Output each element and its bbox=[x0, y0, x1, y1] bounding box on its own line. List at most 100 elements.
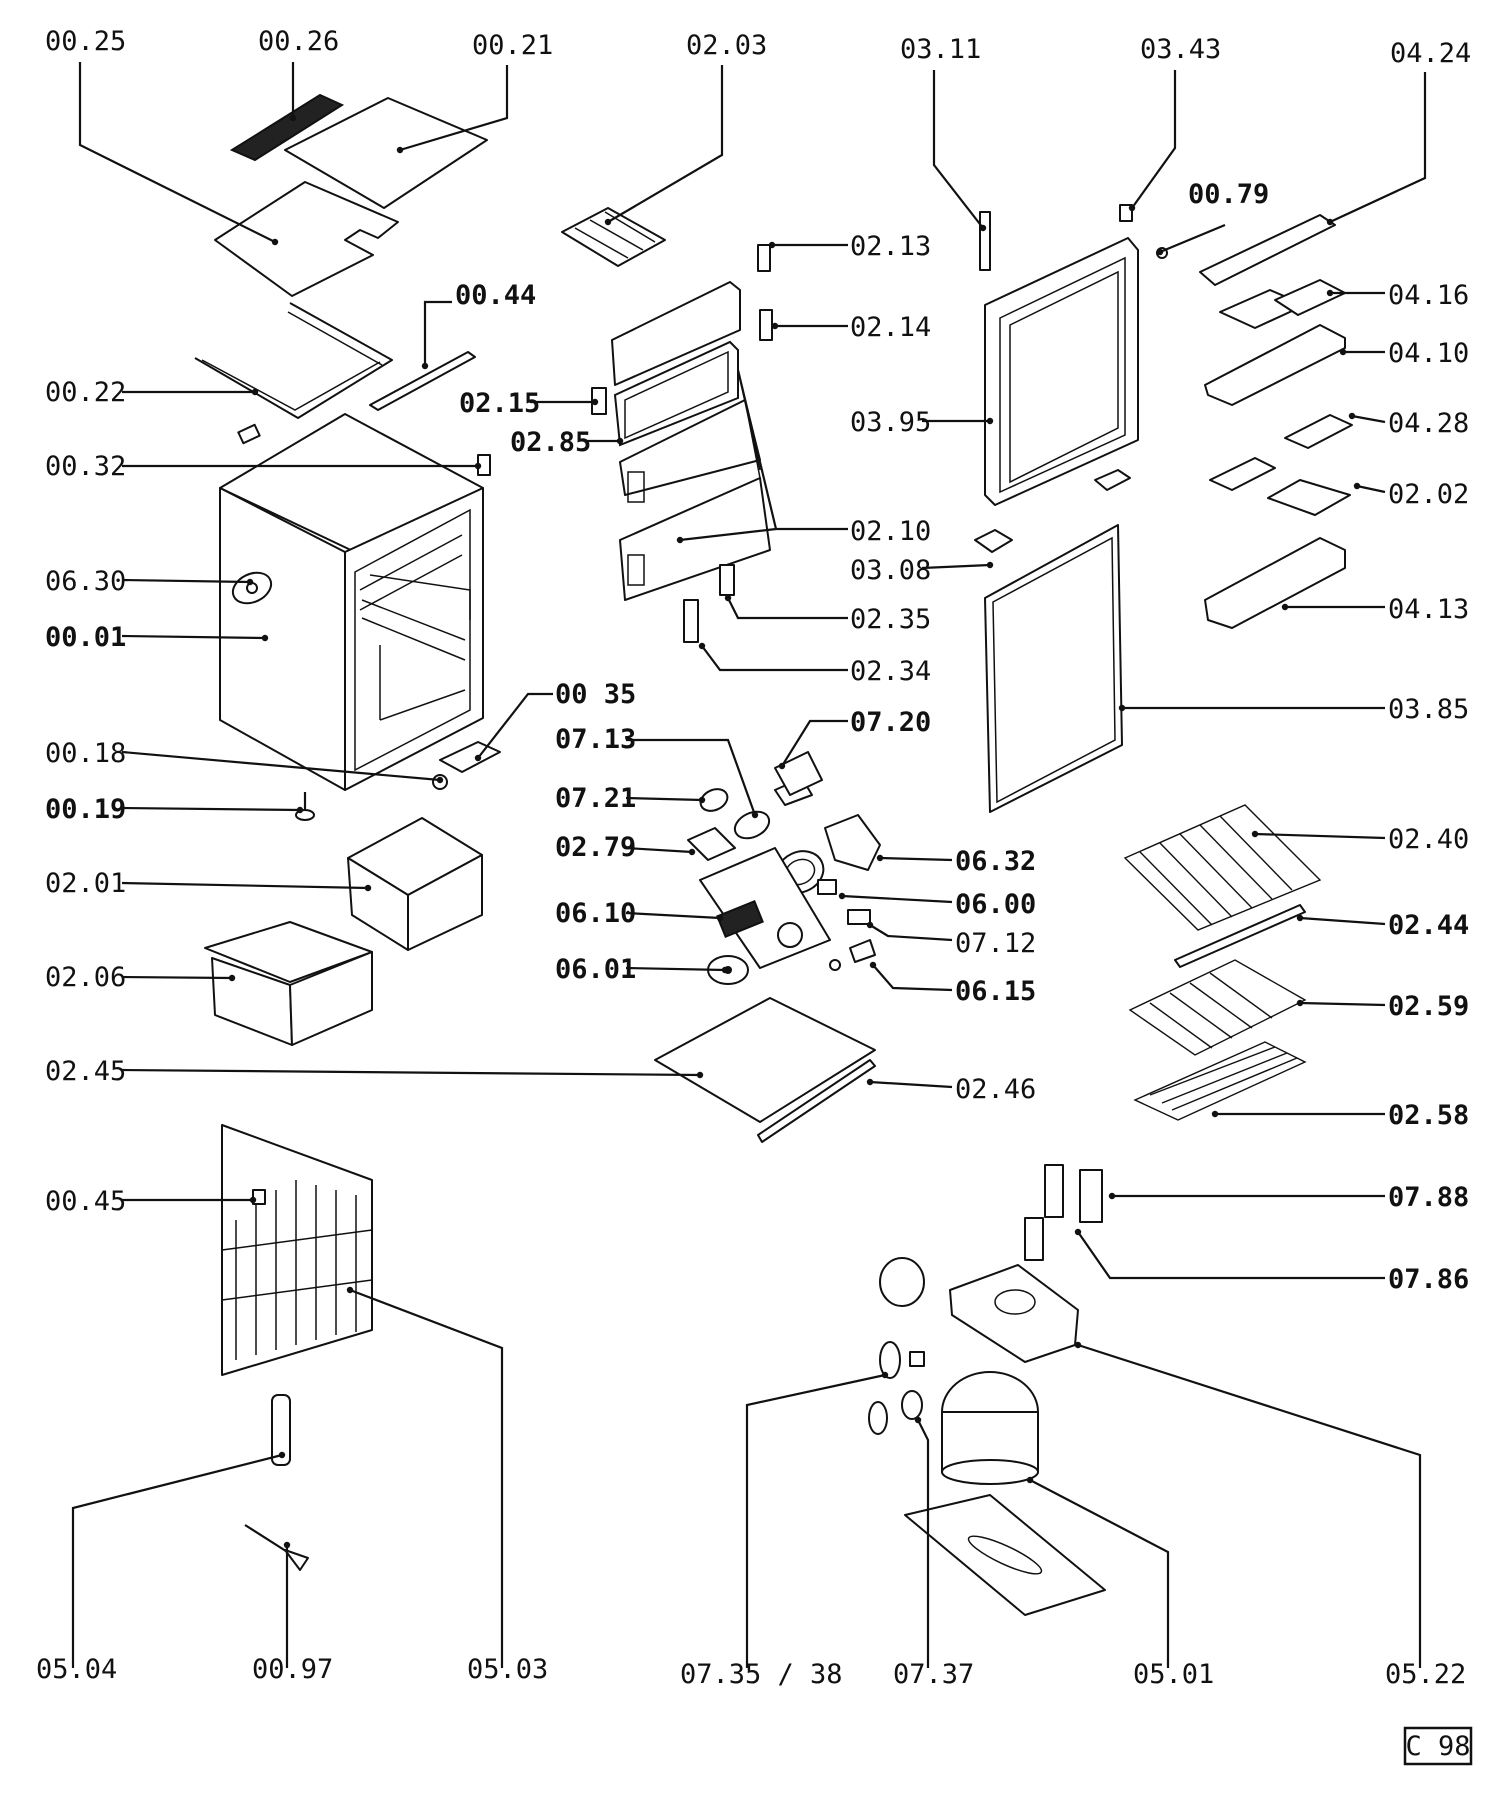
part-label-l0044: 00.44 bbox=[455, 280, 536, 311]
leader-line-l0018 bbox=[121, 750, 441, 782]
part-label-l0035: 00 35 bbox=[555, 679, 636, 710]
part-rubber-foot bbox=[868, 1390, 923, 1435]
leader-dot-l0044 bbox=[421, 362, 429, 370]
part-base-plate bbox=[904, 1494, 1106, 1616]
part-label-l0721: 07.21 bbox=[555, 783, 636, 814]
leader-line-l0601 bbox=[625, 966, 726, 972]
part-compressor-cover bbox=[879, 1257, 925, 1307]
part-door-bin-lower bbox=[1204, 537, 1346, 629]
leader-dot-l0504 bbox=[278, 1451, 286, 1459]
leader-line-l0630 bbox=[121, 578, 251, 584]
part-egg-tray bbox=[1219, 279, 1346, 329]
part-butter-lid bbox=[1284, 414, 1353, 449]
leader-line-l0206 bbox=[121, 975, 233, 980]
part-fridge-door bbox=[984, 237, 1139, 506]
leader-dot-l0428 bbox=[1348, 412, 1356, 420]
leader-dot-l0214 bbox=[771, 322, 779, 330]
part-hinge-pin bbox=[719, 564, 735, 596]
part-label-l0615: 06.15 bbox=[955, 976, 1036, 1007]
part-label-l0786: 07.86 bbox=[1388, 1264, 1469, 1295]
leader-dot-l0712 bbox=[866, 921, 874, 929]
part-label-l0522: 05.22 bbox=[1385, 1659, 1466, 1690]
part-shelf-trim bbox=[1174, 904, 1306, 968]
part-cabinet bbox=[219, 413, 491, 791]
leader-dot-l0215 bbox=[591, 398, 599, 406]
part-label-l0503: 05.03 bbox=[467, 1654, 548, 1685]
part-label-l07353: 07.35 / 38 bbox=[680, 1659, 843, 1690]
part-relay-bracket bbox=[1044, 1164, 1103, 1223]
leader-dot-l0234 bbox=[698, 642, 706, 650]
leader-line-l0240 bbox=[1254, 832, 1386, 840]
leader-line-l0235 bbox=[727, 597, 848, 620]
part-label-l0600: 06.00 bbox=[955, 889, 1036, 920]
leader-dot-l0213 bbox=[768, 241, 776, 249]
part-crisper-glass bbox=[654, 997, 876, 1123]
part-label-l0504: 05.04 bbox=[36, 1654, 117, 1685]
part-dryer bbox=[271, 1394, 291, 1466]
leader-line-l0610 bbox=[625, 911, 721, 920]
part-grille bbox=[229, 93, 345, 162]
leader-line-l0720 bbox=[781, 719, 848, 767]
leader-dot-l0259 bbox=[1296, 999, 1304, 1007]
leader-dot-l0737 bbox=[914, 1416, 922, 1424]
part-label-l0032: 00.32 bbox=[45, 451, 126, 482]
part-label-l0045: 00.45 bbox=[45, 1186, 126, 1217]
part-grommet bbox=[237, 423, 261, 445]
part-wire-shelf-lower bbox=[1128, 959, 1307, 1056]
leader-line-l0202 bbox=[1356, 484, 1386, 494]
part-cable-clip bbox=[687, 827, 736, 861]
part-hinge-block bbox=[683, 599, 699, 643]
part-lamp-socket bbox=[699, 788, 729, 812]
leader-line-l0713 bbox=[626, 738, 757, 816]
leader-line-l0522 bbox=[1077, 1343, 1422, 1668]
part-label-l0234: 02.34 bbox=[850, 656, 931, 687]
leader-line-l0035 bbox=[477, 692, 553, 759]
leader-dot-l07353 bbox=[881, 1371, 889, 1379]
part-label-l0018: 00.18 bbox=[45, 738, 126, 769]
part-label-l0428: 04.28 bbox=[1388, 408, 1469, 439]
part-thermostat-switch-2 bbox=[847, 909, 871, 925]
part-label-l0788: 07.88 bbox=[1388, 1182, 1469, 1213]
part-light-shield bbox=[774, 751, 823, 796]
leader-line-l0424 bbox=[1329, 72, 1427, 223]
leader-line-l0311 bbox=[932, 70, 984, 229]
leader-line-l0279 bbox=[625, 846, 693, 854]
leader-dot-l0385 bbox=[1118, 704, 1126, 712]
part-label-l0244: 02.44 bbox=[1388, 910, 1469, 941]
part-label-l0601: 06.01 bbox=[555, 954, 636, 985]
part-condenser bbox=[221, 1124, 373, 1376]
leader-line-l0786 bbox=[1077, 1231, 1385, 1280]
part-glass-trim bbox=[757, 1059, 876, 1143]
part-label-l0022: 00.22 bbox=[45, 377, 126, 408]
part-grommet-compressor bbox=[879, 1341, 925, 1379]
part-crisper-cover bbox=[1133, 1041, 1307, 1121]
part-butter-box bbox=[1209, 457, 1351, 516]
leader-dot-l0311 bbox=[979, 224, 987, 232]
part-label-l0632: 06.32 bbox=[955, 846, 1036, 877]
part-label-l0240: 02.40 bbox=[1388, 824, 1469, 855]
part-label-l0713: 07.13 bbox=[555, 724, 636, 755]
leader-line-l0308 bbox=[921, 563, 991, 570]
part-label-l0610: 06.10 bbox=[555, 898, 636, 929]
leader-dot-l0022 bbox=[251, 388, 259, 396]
leader-dot-l0025 bbox=[271, 238, 279, 246]
part-label-l0343: 03.43 bbox=[1140, 34, 1221, 65]
part-label-l0501: 05.01 bbox=[1133, 1659, 1214, 1690]
part-frame bbox=[194, 302, 393, 419]
leader-dot-l0501 bbox=[1026, 1476, 1034, 1484]
part-label-l0214: 02.14 bbox=[850, 312, 931, 343]
part-label-l0416: 04.16 bbox=[1388, 280, 1469, 311]
leader-line-l0712 bbox=[869, 924, 953, 942]
part-compressor bbox=[941, 1371, 1039, 1485]
leader-line-l0343 bbox=[1131, 70, 1177, 209]
leader-dot-l0240 bbox=[1251, 830, 1259, 838]
part-label-l0395: 03.95 bbox=[850, 407, 931, 438]
part-switch-cover bbox=[849, 939, 876, 963]
leader-line-l0019 bbox=[121, 806, 301, 812]
leader-dot-l0522 bbox=[1074, 1341, 1082, 1349]
leader-dot-l0246 bbox=[866, 1078, 874, 1086]
parts-artwork bbox=[194, 93, 1353, 1616]
part-thermostat-bracket bbox=[824, 814, 881, 871]
leader-line-l0428 bbox=[1351, 414, 1386, 424]
leader-dot-l0720 bbox=[778, 762, 786, 770]
